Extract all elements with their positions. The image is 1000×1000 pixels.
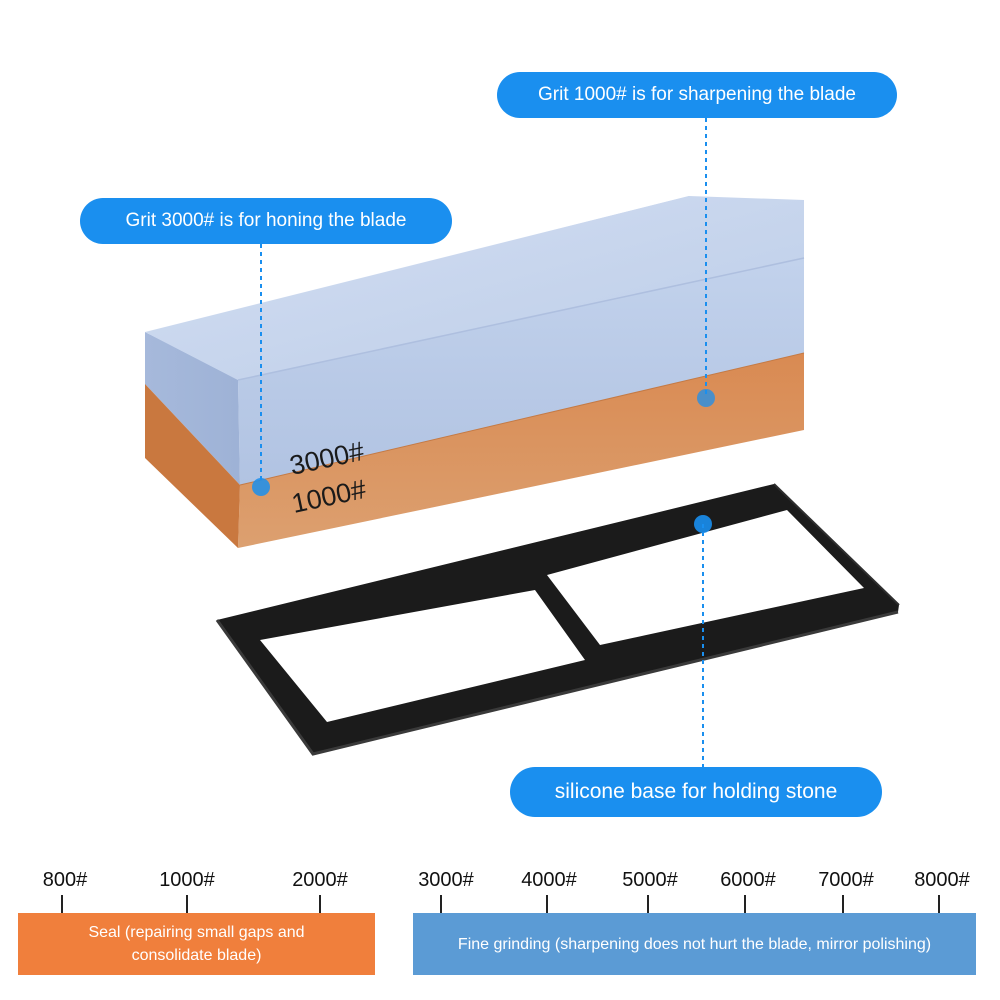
- seal-band-text: Seal (repairing small gaps and consolida…: [88, 924, 305, 964]
- marker-dot-1000: [697, 389, 715, 407]
- callout-leaders: [252, 118, 715, 767]
- whetstone: 3000# 1000#: [145, 196, 805, 548]
- base-frame: [217, 484, 899, 754]
- silicone-base: [215, 483, 900, 756]
- grit-tick-mark: [319, 895, 321, 913]
- grit-tick-mark: [546, 895, 548, 913]
- stone-end-blue: [145, 332, 240, 485]
- grit-tick-mark: [938, 895, 940, 913]
- grit-tick-label: 4000#: [521, 869, 577, 891]
- fine-grinding-band: Fine grinding (sharpening does not hurt …: [413, 913, 976, 975]
- stone-front-orange: [238, 353, 804, 548]
- marker-dot-3000: [252, 478, 270, 496]
- grit-tick-label: 2000#: [292, 869, 348, 891]
- callout-grit-3000: Grit 3000# is for honing the blade: [80, 198, 452, 244]
- callout-silicone-base: silicone base for holding stone: [510, 767, 882, 817]
- grit-tick-label: 6000#: [720, 869, 776, 891]
- grit-tick-label: 7000#: [818, 869, 874, 891]
- grit-tick-label: 3000#: [418, 869, 474, 891]
- grit-tick-mark: [647, 895, 649, 913]
- grit-tick-mark: [186, 895, 188, 913]
- grit-tick-mark: [61, 895, 63, 913]
- grit-tick-mark: [744, 895, 746, 913]
- grit-tick-label: 800#: [42, 869, 88, 891]
- stone-end-orange: [145, 384, 240, 548]
- grit-tick-mark: [842, 895, 844, 913]
- grit-tick-label: 8000#: [914, 869, 970, 891]
- stone-top: [145, 196, 804, 380]
- fine-grinding-band-text: Fine grinding (sharpening does not hurt …: [457, 935, 932, 953]
- callout-grit-1000: Grit 1000# is for sharpening the blade: [497, 72, 897, 118]
- stone-front-blue: [238, 258, 804, 485]
- seal-band: Seal (repairing small gaps and consolida…: [18, 913, 375, 975]
- marker-dot-base: [694, 515, 712, 533]
- grit-tick-label: 5000#: [622, 869, 678, 891]
- grit-tick-mark: [440, 895, 442, 913]
- grit-tick-label: 1000#: [159, 869, 215, 891]
